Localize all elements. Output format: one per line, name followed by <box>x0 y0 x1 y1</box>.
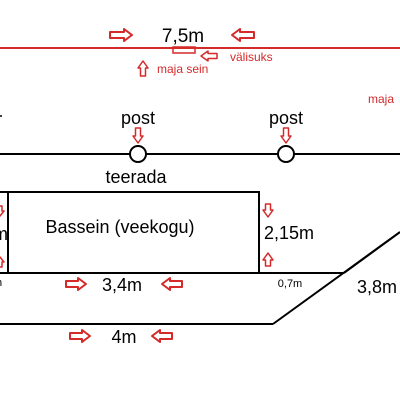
pool-width-label: 3,4m <box>102 275 142 295</box>
post-left-circle <box>129 145 147 163</box>
outer-door-label: välisuks <box>230 50 273 64</box>
arrow-left-icon <box>151 329 173 343</box>
top-width-label: 7,5m <box>162 26 204 47</box>
arrow-left-icon <box>200 50 218 62</box>
pool-depth-label: 2,15m <box>264 223 314 243</box>
post-right-circle <box>277 145 295 163</box>
arrow-right-icon <box>65 277 87 291</box>
gap-label: 0,7m <box>278 278 302 290</box>
arrow-up-icon <box>262 252 274 267</box>
path-label: teerada <box>105 167 167 187</box>
house-right-label: maja <box>368 92 394 106</box>
arrow-down-icon <box>262 203 274 218</box>
diagonal-line-lower <box>272 231 400 325</box>
left-cut-label-m: m <box>0 224 8 244</box>
arrow-right-icon <box>109 28 133 42</box>
post-left-label: post <box>121 108 155 128</box>
post-right-label: post <box>269 108 303 128</box>
arrow-left-icon <box>161 277 183 291</box>
arrow-left-icon <box>231 28 255 42</box>
arrow-up-icon <box>137 60 149 77</box>
bottom-width-label: 4m <box>111 327 136 347</box>
arrow-down-icon <box>132 127 144 144</box>
arrow-down-icon <box>280 127 292 144</box>
house-wall-label: maja sein <box>157 62 208 76</box>
arrow-up-icon <box>0 256 5 268</box>
outer-door-rect <box>172 46 196 54</box>
left-cut-label-n: n <box>0 277 2 289</box>
arrow-down-icon <box>0 205 5 217</box>
arrow-right-icon <box>69 329 91 343</box>
diag-length-label: 3,8m <box>357 277 397 297</box>
pool-rect <box>7 191 260 274</box>
pool-label: Bassein (veekogu) <box>45 217 194 237</box>
